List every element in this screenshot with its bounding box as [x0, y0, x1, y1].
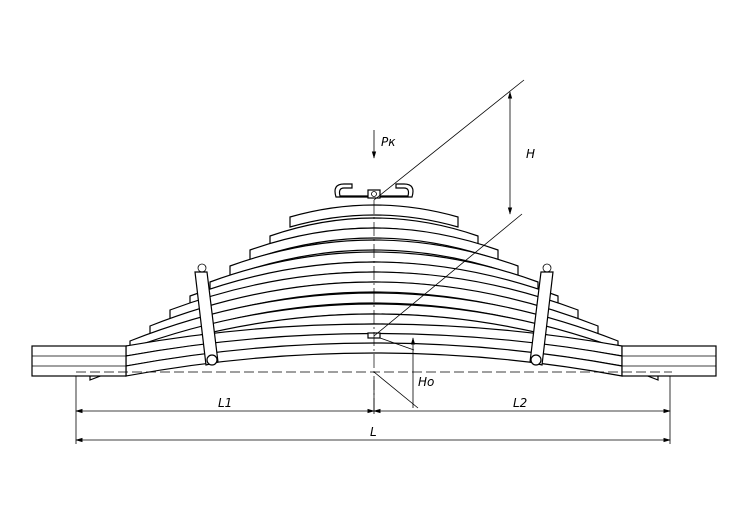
right-length-label: L2 — [513, 396, 527, 410]
left-leaf-tips — [31, 345, 127, 377]
upper-slope-line — [373, 79, 525, 201]
total-length-label: L — [370, 425, 377, 439]
height-dimension: H — [507, 91, 535, 215]
deflection-dimension: Ho — [379, 337, 434, 408]
lower-slope-line — [373, 213, 523, 337]
length-dimensions: L1 L2 L — [75, 376, 671, 444]
left-length-label: L1 — [218, 396, 232, 410]
leaf-ends — [31, 345, 717, 377]
right-clamp — [529, 263, 554, 366]
left-clamp — [194, 263, 219, 366]
force-label: Pк — [381, 135, 396, 149]
ho-slope-line — [373, 371, 419, 409]
right-leaf-tips — [621, 345, 717, 377]
deflection-label: Ho — [418, 375, 434, 389]
height-label: H — [526, 147, 535, 161]
spring-leaf — [289, 204, 459, 228]
